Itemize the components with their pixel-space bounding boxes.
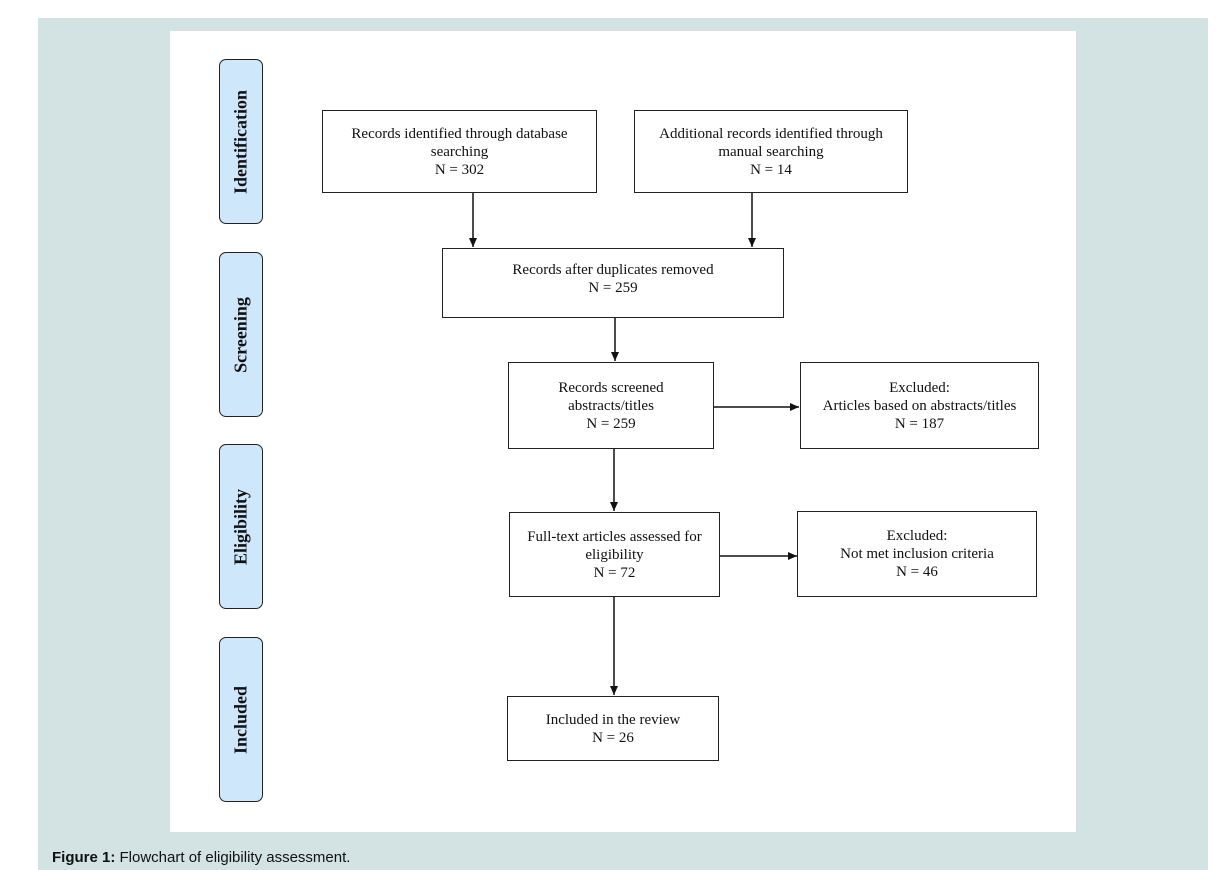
box-included-count: N = 26	[592, 729, 634, 746]
box-screened-line2: abstracts/titles	[568, 397, 654, 414]
box-records-screened: Records screened abstracts/titles N = 25…	[508, 362, 714, 449]
box-excluded-eligibility-line1: Excluded:	[886, 528, 948, 544]
box-included-review: Included in the review N = 26	[507, 696, 719, 761]
box-excluded-screening-line1: Excluded:	[889, 379, 950, 396]
box-database-line1: Records identified through database	[351, 125, 568, 142]
box-manual-records: Additional records identified through ma…	[634, 110, 908, 193]
box-duplicates-count: N = 259	[588, 280, 638, 296]
box-database-count: N = 302	[434, 161, 485, 178]
box-fulltext-line1: Full-text articles assessed for	[527, 528, 702, 545]
box-excluded-screening-count: N = 187	[894, 415, 945, 432]
box-excluded-eligibility: Excluded: Not met inclusion criteria N =…	[797, 511, 1037, 597]
box-fulltext-count: N = 72	[593, 564, 636, 581]
figure-caption: Figure 1: Flowchart of eligibility asses…	[52, 849, 350, 866]
box-excluded-eligibility-count: N = 46	[896, 564, 938, 580]
box-duplicates-line1: Records after duplicates removed	[512, 262, 714, 278]
stage-screening: Screening	[219, 252, 263, 417]
box-excluded-screening-line2: Articles based on abstracts/titles	[822, 397, 1017, 414]
stage-eligibility: Eligibility	[219, 444, 263, 609]
box-screened-line1: Records screened	[558, 379, 664, 396]
box-screened-count: N = 259	[586, 415, 636, 432]
stage-included: Included	[219, 637, 263, 802]
box-fulltext-assessed: Full-text articles assessed for eligibil…	[509, 512, 720, 597]
box-fulltext-line2: eligibility	[585, 546, 644, 563]
box-database-line2: searching	[430, 143, 489, 160]
stage-identification: Identification	[219, 59, 263, 224]
box-excluded-eligibility-line2: Not met inclusion criteria	[840, 546, 994, 562]
caption-label: Figure 1:	[52, 849, 116, 866]
box-database-records: Records identified through database sear…	[322, 110, 597, 193]
box-excluded-screening: Excluded: Articles based on abstracts/ti…	[800, 362, 1039, 449]
caption-text: Flowchart of eligibility assessment.	[115, 849, 351, 866]
box-duplicates-removed: Records after duplicates removed N = 259	[442, 248, 784, 318]
box-included-line1: Included in the review	[545, 711, 681, 728]
box-manual-count: N = 14	[750, 161, 792, 178]
box-manual-line2: manual searching	[718, 143, 824, 160]
box-manual-line1: Additional records identified through	[659, 125, 883, 142]
